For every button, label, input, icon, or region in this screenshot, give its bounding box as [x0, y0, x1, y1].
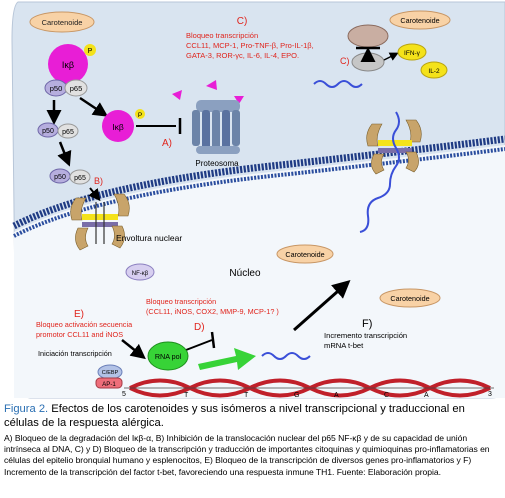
p65-mid — [57, 123, 79, 139]
figure-caption: Figura 2. Efectos de los carotenoides y … — [4, 402, 501, 478]
dna-a1: A — [334, 392, 339, 399]
letter-c-top: C) — [237, 16, 248, 27]
nuclear-envelope-inner — [13, 147, 505, 238]
ikb-fragment-2 — [206, 80, 217, 90]
letter-f: F) — [362, 318, 372, 330]
nuclear-pore-right — [366, 119, 422, 175]
phospho-circle-free — [135, 109, 145, 119]
phospho-label-top: P — [88, 48, 93, 55]
p65-label-mid: p65 — [62, 129, 74, 136]
carotenoid-ellipse-top-right — [389, 10, 451, 30]
nfkb-label: NF-κβ — [132, 271, 149, 277]
ikb-circle-top — [48, 44, 88, 84]
carotenoid-label-nucleus-1: Carotenoide — [285, 250, 324, 259]
block-c-line2: GATA-3, ROR-γc, IL-6, IL-4, EPO. — [186, 51, 299, 60]
nfkb-ellipse — [125, 263, 155, 281]
ifn-ellipse — [397, 43, 427, 61]
ap1-label: AP-1 — [102, 381, 116, 388]
mrna-product — [261, 352, 311, 360]
letter-e: E) — [74, 309, 84, 320]
dna-3: 3 — [488, 391, 492, 398]
nucleo-label: Núcleo — [229, 268, 261, 279]
carotenoid-mechanism-diagram: Carotenoide Iκβ P p50 p65 Iκβ P A) Prote… — [11, 1, 505, 399]
envoltura-label: Envoltura nuclear — [116, 233, 182, 243]
letter-b: B) — [94, 176, 103, 186]
arrow-to-nuclear-pore — [88, 187, 101, 202]
dna-g: G — [294, 392, 299, 399]
dna-5: 5 — [122, 391, 126, 398]
mrna-tbet — [359, 111, 400, 233]
ap1 — [95, 377, 123, 389]
cebp-label: C/EBP — [102, 370, 119, 376]
ifn-label: IFN-γ — [404, 50, 421, 57]
block-c-title: Bloqueo transcripción — [186, 31, 258, 40]
carotenoid-label-top-right: Carotenoide — [400, 16, 439, 25]
il2-ellipse — [420, 61, 448, 79]
arrow-to-ikb-free — [79, 96, 109, 117]
carotenoid-label-top-left: Carotenoide — [42, 18, 83, 27]
p65-top — [64, 79, 88, 97]
dna-c: C — [384, 392, 389, 399]
p65-low — [69, 169, 91, 185]
nuclear-pore-left — [70, 193, 130, 251]
p50-label-top: p50 — [50, 84, 63, 93]
carotenoid-ellipse-nucleus-2 — [379, 288, 441, 308]
rna-pol — [147, 341, 189, 371]
caption-title-text: Efectos de los carotenoides y sus isómer… — [4, 403, 465, 429]
arrow-to-rna-pol — [121, 339, 146, 360]
p65-label-low: p65 — [74, 175, 86, 182]
caption-figure-label: Figura 2. — [4, 403, 49, 415]
f-line1: Incremento transcripción — [324, 331, 407, 340]
block-d-title: Bloqueo transcripción — [146, 297, 216, 306]
carotenoid-ellipse-nucleus-1 — [276, 244, 334, 264]
rna-pol-label: RNA pol — [155, 352, 182, 361]
proteosome-complex — [192, 100, 240, 154]
letter-a: A) — [162, 138, 172, 149]
dna-a2: A — [424, 392, 429, 399]
caption-body: A) Bloqueo de la degradación del Iκβ-α, … — [4, 433, 490, 477]
phospho-label-free: P — [138, 112, 142, 119]
p50-label-mid: p50 — [42, 128, 54, 135]
letter-d: D) — [194, 322, 205, 333]
ikb-fragment-1 — [172, 90, 182, 100]
block-c-line1: CCL11, MCP-1, Pro-TNF-β, Pro-IL-1β, — [186, 41, 314, 50]
block-e-line1: Bloqueo activación secuencia — [36, 320, 133, 329]
iniciacion-label: Iniciación transcripción — [38, 349, 112, 358]
p50-label-low: p50 — [54, 174, 66, 181]
nucleus-interior — [14, 145, 505, 398]
ikb-circle-free — [102, 110, 134, 142]
arrow-to-ifn — [383, 52, 399, 61]
green-arrow — [198, 348, 256, 370]
phospho-circle-top — [84, 44, 96, 56]
block-d-line1: (CCL11, iNOS, COX2, MMP-9, MCP-1? ) — [146, 307, 279, 316]
letter-c2: C) — [340, 56, 350, 66]
arrow-to-p50p65-low — [57, 141, 72, 167]
carotenoid-label-nucleus-2: Carotenoide — [390, 294, 429, 303]
ikb-label-top: Iκβ — [62, 60, 74, 70]
ikb-label-free: Iκβ — [112, 122, 124, 132]
f-line2: mRNA t-bet — [324, 341, 364, 350]
carotenoid-ellipse-top-left — [29, 11, 95, 33]
arrow-increase-f — [293, 280, 351, 332]
il2-label: IL-2 — [428, 68, 440, 75]
mrna-top-right — [313, 80, 363, 88]
proteosoma-label: Proteosoma — [195, 159, 239, 168]
inhibit-bar-d — [210, 331, 216, 349]
inhibit-line-d — [185, 339, 213, 351]
dna-t2: T — [244, 392, 249, 399]
dna-t1: T — [184, 392, 189, 399]
block-e-line2: promotor CCL11 and iNOS — [36, 330, 123, 339]
p65-label-top: p65 — [70, 84, 83, 93]
ikb-fragment-3 — [234, 96, 244, 104]
caption-title: Figura 2. Efectos de los carotenoides y … — [4, 402, 501, 430]
